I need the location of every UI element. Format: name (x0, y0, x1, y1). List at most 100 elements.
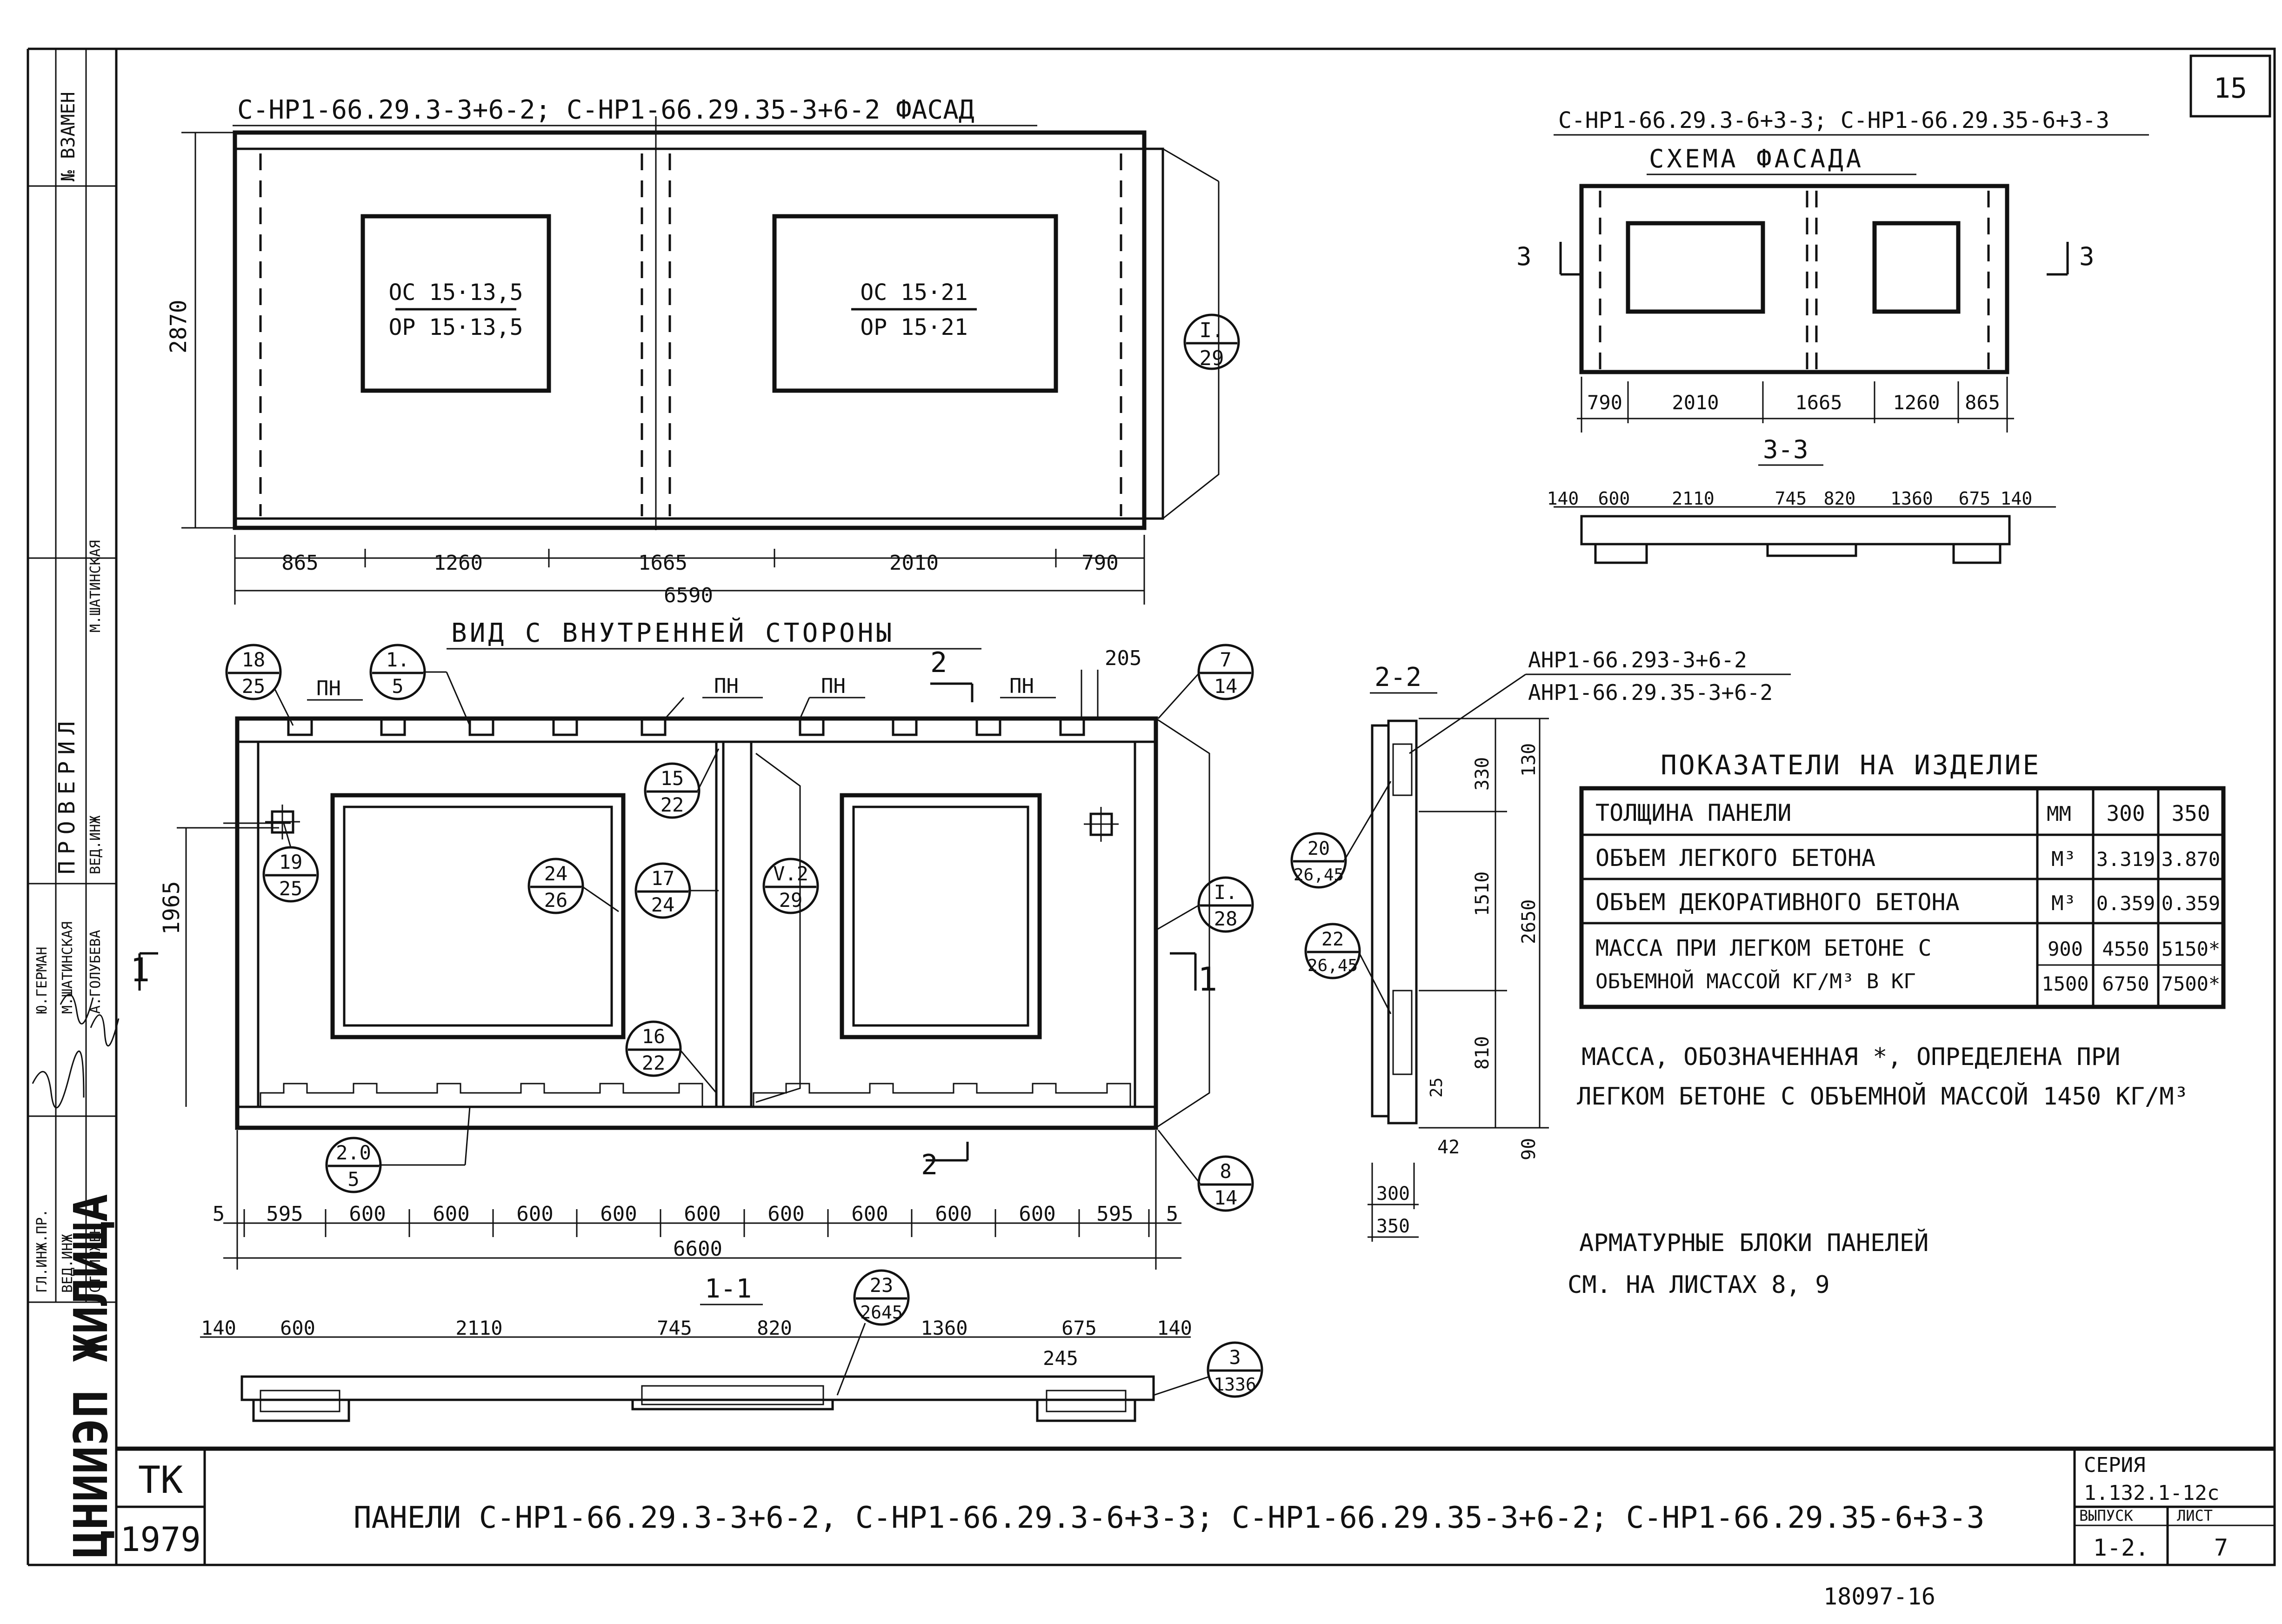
section22-dim-42: 42 (1437, 1137, 1460, 1158)
title-year: 1979 (120, 1520, 200, 1559)
section11-callout-a-bottom: 2645 (860, 1302, 903, 1323)
inner-callout-11-top: 2.0 (336, 1141, 371, 1164)
inner-dim-11: 600 (1019, 1202, 1055, 1226)
inner-dim-5: 600 (516, 1202, 553, 1226)
inner-dim-13: 5 (1166, 1202, 1179, 1226)
inner-dim-9: 600 (851, 1202, 888, 1226)
scheme-sdim-4: 745 (1775, 488, 1807, 509)
scheme-dim-1: 790 (1587, 391, 1622, 414)
section11-dim-6: 1360 (921, 1317, 968, 1339)
section11-dim-1: 140 (201, 1317, 236, 1339)
margin-role-3: СТ.ИНЖЕН (87, 1226, 104, 1293)
inner-callout-3-bottom: 14 (1214, 675, 1238, 698)
section11-dim-4: 745 (657, 1317, 692, 1339)
indicators-note-3: АРМАТУРНЫЕ БЛОКИ ПАНЕЛЕЙ (1579, 1229, 1928, 1257)
title-issue-value: 1-2. (2093, 1534, 2149, 1561)
title-issue-label: ВЫПУСК (2079, 1507, 2133, 1524)
inner-callout-4-bottom: 22 (661, 793, 684, 816)
margin-name-1: Ю.ГЕРМАН (34, 947, 50, 1014)
margin-org: ЦНИИЭП ЖИЛИЩА (64, 1194, 118, 1558)
indicators-row4-v2: 5150* (2162, 938, 2220, 960)
facade-window1-top: ОС 15·13,5 (389, 280, 523, 306)
inner-callout-7-top: 17 (651, 867, 675, 890)
section22-dim-90: 90 (1518, 1138, 1540, 1160)
inner-dim-10: 600 (935, 1202, 972, 1226)
inner-callout-11-bottom: 5 (347, 1168, 359, 1191)
inner-dim-7: 600 (684, 1202, 721, 1226)
sheet-corner-number: 15 (2214, 72, 2247, 105)
scheme-sdim-8: 140 (2001, 488, 2033, 509)
inner-callout-9-bottom: 28 (1214, 907, 1238, 930)
facade-view: С-НР1-66.29.3-3+6-2; С-НР1-66.29.35-3+6-… (166, 95, 1240, 607)
inner-callout-1-bottom: 25 (242, 675, 266, 698)
indicators-row4-name: МАССА ПРИ ЛЕГКОМ БЕТОНЕ С (1595, 935, 1931, 961)
indicators-row5-name: ОБЪЕМНОЙ МАССОЙ КГ/М³ В КГ (1595, 969, 1916, 993)
section-2-2: 2-2 АНР1-66.293-3+6-2 АНР1-66.29.35-3+6-… (1290, 647, 1791, 1242)
title-series-value: 1.132.1-12с (2084, 1481, 2219, 1505)
indicators-row1-name: ТОЛЩИНА ПАНЕЛИ (1595, 799, 1791, 826)
section22-callout1-top: 20 (1308, 838, 1330, 859)
section22-dim-2650: 2650 (1518, 899, 1540, 944)
indicators-row2-name: ОБЪЕМ ЛЕГКОГО БЕТОНА (1595, 845, 1875, 872)
indicators-row5-v1: 6750 (2102, 972, 2149, 995)
indicators-row2-unit: М³ (2051, 847, 2076, 871)
indicators-row2-v2: 3.870 (2162, 848, 2220, 871)
inner-callout-12-bottom: 14 (1214, 1186, 1238, 1209)
section22-label2: АНР1-66.29.35-3+6-2 (1528, 680, 1773, 705)
section22-callout2-bottom: 26,45 (1308, 956, 1358, 975)
section22-label1: АНР1-66.293-3+6-2 (1528, 647, 1747, 672)
section22-dim-350: 350 (1376, 1216, 1410, 1237)
inner-section-1-right: 1 (1198, 960, 1217, 998)
section11-dim-7: 675 (1061, 1317, 1097, 1339)
inner-total: 6600 (673, 1237, 722, 1261)
section11-dim-3: 2110 (455, 1317, 502, 1339)
section22-callout2-top: 22 (1321, 929, 1344, 950)
scheme-sdim-3: 2110 (1672, 488, 1715, 509)
scheme-sdim-6: 1360 (1890, 488, 1933, 509)
scheme-sdim-7: 675 (1959, 488, 1991, 509)
indicators-row4-v1: 4550 (2102, 938, 2149, 960)
scheme-dim-4: 1260 (1893, 391, 1940, 414)
title-main: ПАНЕЛИ С-НР1-66.29.3-3+6-2, С-НР1-66.29.… (354, 1501, 1984, 1535)
inner-dim-3: 600 (349, 1202, 386, 1226)
facade-total: 6590 (664, 584, 713, 607)
inner-section-2-top: 2 (930, 646, 947, 679)
scheme-section-profile (1580, 515, 2011, 564)
indicators-note-4: СМ. НА ЛИСТАХ 8, 9 (1568, 1271, 1830, 1299)
section22-dim-810: 810 (1472, 1036, 1493, 1070)
scheme-section-title: 3-3 (1763, 435, 1808, 464)
inner-callout-3-top: 7 (1220, 648, 1231, 671)
inner-dim-12: 595 (1096, 1202, 1133, 1226)
margin-checker-1: ВЕД.ИНЖ (87, 816, 104, 874)
inner-callout-10-top: 16 (642, 1025, 666, 1048)
sheet-frame: 15 (27, 47, 2276, 1566)
signature-1 (32, 1050, 85, 1109)
facade-callout-top: I. (1200, 319, 1224, 342)
section22-dim-300: 300 (1376, 1183, 1410, 1205)
left-margin-stamp: № ВЗАМЕН ПРОВЕРИЛ ГЛ.ИНЖ.ПР. ВЕД.ИНЖ СТ.… (32, 92, 120, 1558)
facade-height: 2870 (166, 300, 192, 353)
inner-dim-205: 205 (1105, 646, 1141, 670)
inner-callout-6-top: 24 (544, 862, 568, 885)
title-tk: ТК (138, 1458, 183, 1502)
scheme-title: СХЕМА ФАСАДА (1649, 144, 1864, 173)
inner-callout-8-bottom: 29 (779, 889, 803, 912)
scheme-section-mark-left: 3 (1516, 242, 1532, 271)
indicators-row3-v2: 0.359 (2162, 892, 2220, 915)
footer-stamp: 18097-16 (1823, 1583, 1935, 1610)
facade-dim-1: 865 (281, 551, 318, 575)
section11-dim-245: 245 (1043, 1347, 1078, 1370)
facade-dim-3: 1665 (638, 551, 687, 575)
indicators-note-1: МАССА, ОБОЗНАЧЕННАЯ *, ОПРЕДЕЛЕНА ПРИ (1581, 1043, 2120, 1071)
inner-callout-8-top: V.2 (773, 862, 808, 885)
inner-callout-5-bottom: 25 (279, 877, 303, 900)
inner-dim-1: 5 (213, 1202, 225, 1226)
facade-title: С-НР1-66.29.3-3+6-2; С-НР1-66.29.35-3+6-… (237, 95, 974, 125)
section11-callout-b-bottom: 1336 (1214, 1374, 1256, 1395)
inner-pn-3: ПН (821, 674, 846, 698)
margin-role-1: ГЛ.ИНЖ.ПР. (34, 1209, 50, 1293)
indicators-row1-unit: ММ (2047, 802, 2071, 826)
section11-profile (240, 1375, 1155, 1422)
inner-pn-4: ПН (1009, 674, 1034, 698)
indicators-row3-name: ОБЪЕМ ДЕКОРАТИВНОГО БЕТОНА (1595, 889, 1960, 916)
